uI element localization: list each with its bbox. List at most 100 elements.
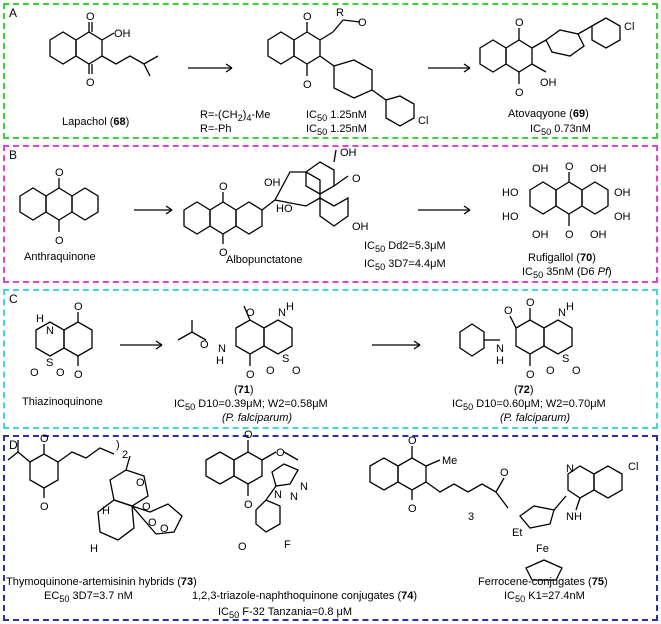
triazole-o2: O — [244, 499, 253, 511]
thymo-o3: O — [136, 477, 145, 489]
triazole-o3: O — [276, 447, 285, 459]
ester-intermediate-structure — [267, 19, 415, 127]
anthraquinone-o1: O — [55, 167, 64, 179]
ester-cl: Cl — [418, 115, 428, 127]
triazole-n1: N — [274, 489, 282, 501]
arrow-b1 — [134, 205, 173, 215]
c71-o2: O — [246, 307, 255, 319]
ferro-me: Me — [442, 455, 457, 467]
anthraquinone-o2: O — [55, 235, 64, 247]
c71-h2: H — [286, 301, 294, 313]
ferro-sub3: 3 — [468, 511, 474, 523]
r-phenyl-label: R=-Ph — [200, 123, 232, 135]
ferro-o1: O — [408, 435, 417, 447]
triazole-o1: O — [244, 429, 253, 441]
thiazino-n: N — [46, 325, 54, 337]
ester-o1: O — [303, 11, 312, 23]
albo-o2: O — [219, 247, 228, 259]
ferrocene-ic50: IC50 K1=27.4nM — [504, 590, 585, 605]
arrow-b2 — [418, 205, 471, 215]
rufigallol-structure — [529, 172, 609, 226]
c72-o5: O — [572, 365, 581, 377]
c71-o4: O — [266, 365, 275, 377]
panel-letter-a: A — [9, 6, 18, 20]
rufi-oh1: OH — [532, 163, 549, 175]
thymo-o6: O — [142, 501, 151, 513]
ester-r-label: R — [336, 7, 344, 19]
rufi-ho2: HO — [502, 211, 519, 223]
compound-71-ic50: IC50 D10=0.39μM; W2=0.58μM — [174, 398, 328, 413]
compound-71-label: (71) — [234, 384, 254, 396]
c71-s: S — [282, 353, 289, 365]
albo-ic50-dd2: IC50 Dd2=5.3μM — [364, 240, 446, 255]
rufi-oh3: OH — [614, 187, 631, 199]
rufigallol-caption: Rufigallol (70) — [528, 252, 596, 264]
albo-ho: HO — [276, 203, 293, 215]
compound-72-ic50: IC50 D10=0.60μM; W2=0.70μM — [452, 398, 606, 413]
thymo-o4: O — [148, 517, 157, 529]
c71-o1: O — [200, 339, 209, 351]
c72-o3: O — [526, 369, 535, 381]
c71-h: H — [216, 355, 224, 367]
albo-oh1: OH — [264, 177, 281, 189]
anthraquinone-structure — [19, 178, 99, 232]
triazole-caption: 1,2,3-triazole-naphthoquinone conjugates… — [192, 590, 418, 602]
rufigallol-ic50: IC50 35nM (D6 Pf) — [522, 266, 612, 281]
thiazinoquinone-caption: Thiazinoquinone — [22, 396, 103, 408]
c72-o2: O — [526, 297, 535, 309]
ester-ic50-1: IC50 1.25nM — [306, 109, 367, 124]
ferrocene-structure — [369, 446, 623, 581]
rufi-ho1: HO — [502, 187, 519, 199]
ferro-n: N — [566, 463, 574, 475]
ferro-et: Et — [512, 527, 522, 539]
c72-h: H — [496, 355, 504, 367]
ester-ic50-2: IC50 1.25nM — [306, 123, 367, 138]
panel-letter-c: C — [9, 292, 18, 306]
panel-a: A — [3, 3, 658, 139]
arrow-a1 — [188, 63, 233, 73]
c71-o5: O — [292, 365, 301, 377]
atova-o2: O — [515, 87, 524, 99]
thymo-h: H — [102, 505, 110, 517]
thymo-sub2: 2 — [122, 449, 128, 461]
triazole-f: F — [284, 539, 291, 551]
thymo-brace: ) — [116, 439, 120, 451]
thiazino-s: S — [46, 357, 53, 369]
c72-o4: O — [546, 365, 555, 377]
albopunctatone-caption: Albopunctatone — [226, 254, 303, 266]
lapachol-o1: O — [86, 11, 95, 23]
albo-oh2: OH — [340, 147, 357, 159]
arrow-a2 — [428, 63, 471, 73]
triazole-naphthoquinone-structure — [205, 440, 299, 533]
atovaquone-structure — [479, 17, 621, 84]
triazole-ic50: IC50 F-32 Tanzania=0.8 μM — [218, 606, 353, 621]
thiazinoquinone-structure — [35, 312, 93, 366]
ester-o3: O — [358, 17, 367, 29]
rufi-oh2: OH — [590, 163, 607, 175]
panel-b: B — [3, 145, 658, 283]
thiazino-o2: O — [74, 369, 83, 381]
thiazino-o4: O — [56, 367, 65, 379]
rufi-oh4: OH — [532, 229, 549, 241]
albo-o3: O — [352, 173, 361, 185]
thymoquinone-artemisinin-structure — [7, 440, 183, 541]
lapachol-structure — [49, 22, 159, 77]
c72-s: S — [562, 353, 569, 365]
panel-letter-b: B — [9, 148, 18, 162]
c72-o1: O — [504, 305, 513, 317]
compound-71-structure — [177, 305, 293, 366]
triazole-o4: O — [238, 541, 247, 553]
thymo-o1: O — [40, 433, 49, 445]
atova-oh: OH — [540, 77, 557, 89]
albo-ic50-3d7: IC50 3D7=4.4μM — [364, 258, 446, 273]
panel-letter-d: D — [9, 438, 18, 452]
c71-nh: N — [218, 343, 226, 355]
ferro-cl: Cl — [628, 461, 638, 473]
ferro-nh: NH — [566, 511, 582, 523]
arrow-c2 — [372, 340, 421, 350]
c71-nh2: N — [278, 307, 286, 319]
